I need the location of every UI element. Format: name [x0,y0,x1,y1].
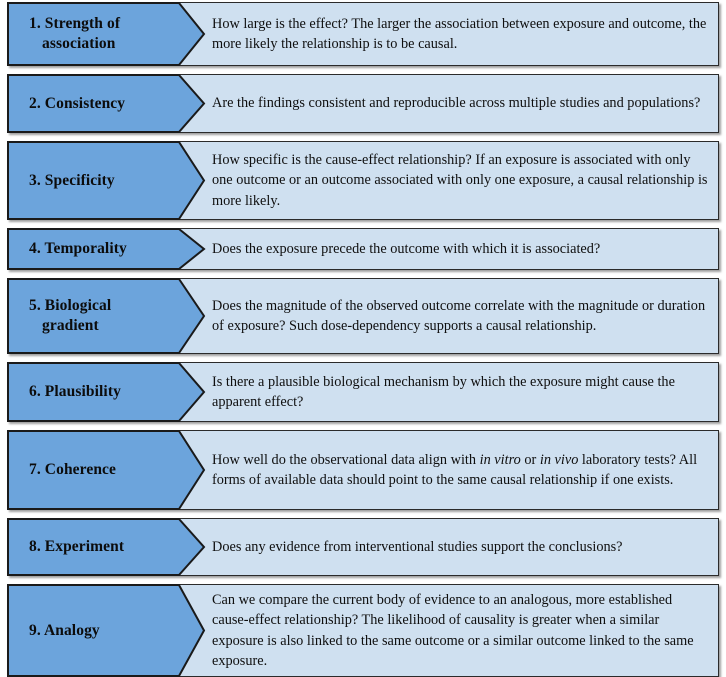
criterion-row: Are the findings consistent and reproduc… [0,74,726,133]
criterion-label-line2: gradient [42,317,99,334]
criterion-label: 5. Biological gradient [29,297,112,334]
criterion-row: Is there a plausible biological mechanis… [0,362,726,422]
criterion-description: Is there a plausible biological mechanis… [212,373,675,410]
criterion-description: How specific is the cause-effect relatio… [212,152,708,209]
criterion-label: 8. Experiment [29,538,125,556]
criterion-row: How specific is the cause-effect relatio… [0,141,726,220]
criterion-label-arrow[interactable]: 4. Temporality [7,228,205,270]
criterion-label-arrow[interactable]: 1. Strength of association [7,2,205,66]
criterion-description: Are the findings consistent and reproduc… [212,95,701,112]
criterion-label: 6. Plausibility [29,383,121,401]
criterion-row: Can we compare the current body of evide… [0,584,726,677]
criterion-description: How well do the observational data align… [212,430,710,510]
criterion-description: How large is the effect? The larger the … [212,15,707,52]
criterion-label-arrow[interactable]: 9. Analogy [7,584,205,677]
criterion-label-arrow[interactable]: 5. Biological gradient [7,278,205,354]
criterion-label: 2. Consistency [29,94,126,112]
criterion-description: Does any evidence from interventional st… [212,538,623,555]
criterion-description-rich: How well do the observational data align… [212,451,698,488]
criterion-label-arrow[interactable]: 3. Specificity [7,141,205,220]
criterion-label: 7. Coherence [29,461,117,479]
criterion-label: 4. Temporality [29,240,127,258]
criterion-label: 1. Strength of association [29,15,121,52]
criterion-label-arrow[interactable]: 7. Coherence [7,430,205,510]
criterion-label-arrow[interactable]: 2. Consistency [7,74,205,133]
criterion-row: Does the magnitude of the observed outco… [0,278,726,354]
criterion-label: 3. Specificity [29,171,115,189]
criterion-row: How large is the effect? The larger the … [0,2,726,66]
criterion-description: Can we compare the current body of evide… [212,591,694,669]
criterion-row: Does any evidence from interventional st… [0,518,726,576]
criterion-row: Does the exposure precede the outcome wi… [0,228,726,270]
criterion-label-arrow[interactable]: 8. Experiment [7,518,205,576]
criterion-description: Does the exposure precede the outcome wi… [212,240,601,257]
criterion-description: Does the magnitude of the observed outco… [212,297,706,334]
criterion-row: How well do the observational data align… [0,430,726,510]
criterion-label-line2: association [42,35,116,52]
criterion-label: 9. Analogy [29,621,100,639]
criterion-label-arrow[interactable]: 6. Plausibility [7,362,205,422]
